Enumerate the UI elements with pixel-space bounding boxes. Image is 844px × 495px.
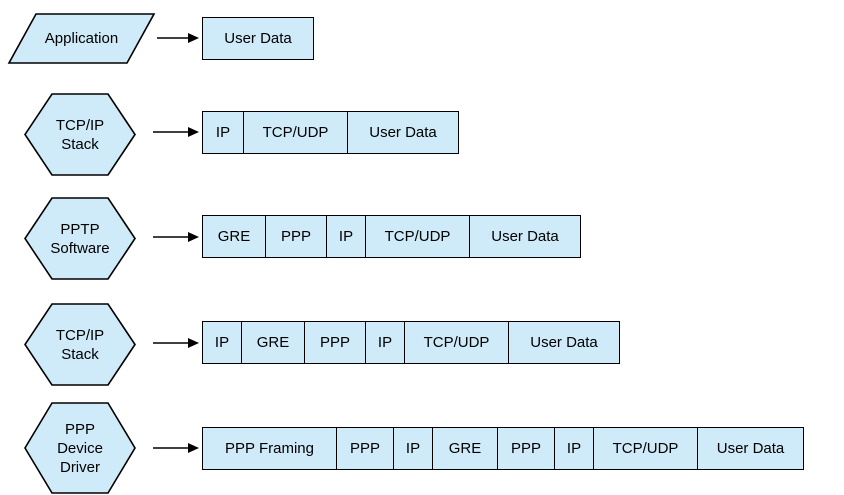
- stage-label-2: TCP/IP Stack: [55, 116, 105, 153]
- hexagon-shape-icon: [24, 303, 136, 386]
- packet-field: IP: [203, 322, 242, 363]
- stage-shape-2: TCP/IP Stack: [24, 93, 136, 176]
- stage-shape-4: TCP/IP Stack: [24, 303, 136, 386]
- stage-shape-1: Application: [7, 13, 156, 64]
- hexagon-shape-icon: [24, 93, 136, 176]
- packet-field: TCP/UDP: [366, 216, 470, 257]
- packet-field: User Data: [369, 123, 437, 141]
- packet-field: PPP: [305, 322, 366, 363]
- stage-label-4: TCP/IP Stack: [55, 326, 105, 363]
- packet-field: IP: [555, 428, 594, 469]
- arrow-right-icon: [153, 337, 199, 349]
- packet-strip-1: User Data: [202, 17, 314, 60]
- packet-field: GRE: [242, 322, 305, 363]
- parallelogram-shape-icon: [7, 13, 156, 64]
- packet-field: IP: [203, 112, 244, 153]
- packet-field: PPP Framing: [203, 428, 337, 469]
- stage-shape-5: PPP Device Driver: [24, 402, 136, 494]
- arrow-right-icon: [153, 231, 199, 243]
- packet-field: User Data: [716, 439, 785, 457]
- packet-field: PPP: [498, 428, 555, 469]
- packet-field: PPP: [337, 428, 394, 469]
- stage-label-5: PPP Device Driver: [57, 420, 103, 476]
- packet-field: GRE: [203, 216, 266, 257]
- arrow-right-icon: [153, 126, 199, 138]
- packet-field: TCP/UDP: [244, 112, 348, 153]
- packet-field: TCP/UDP: [594, 428, 698, 469]
- hexagon-shape-icon: [24, 197, 136, 280]
- packet-field: User Data: [224, 29, 292, 47]
- stage-label-3: PPTP Software: [50, 220, 110, 257]
- stage-shape-3: PPTP Software: [24, 197, 136, 280]
- arrow-right-icon: [153, 442, 199, 454]
- packet-field: IP: [327, 216, 366, 257]
- packet-field: IP: [366, 322, 405, 363]
- packet-field: User Data: [491, 227, 559, 245]
- stage-label-1: Application: [44, 30, 119, 47]
- arrow-right-icon: [157, 32, 199, 44]
- packet-field: User Data: [530, 333, 598, 351]
- packet-field: PPP: [266, 216, 327, 257]
- packet-field: IP: [394, 428, 433, 469]
- hexagon-shape-icon: [24, 402, 136, 494]
- packet-field: GRE: [433, 428, 498, 469]
- packet-field: TCP/UDP: [405, 322, 509, 363]
